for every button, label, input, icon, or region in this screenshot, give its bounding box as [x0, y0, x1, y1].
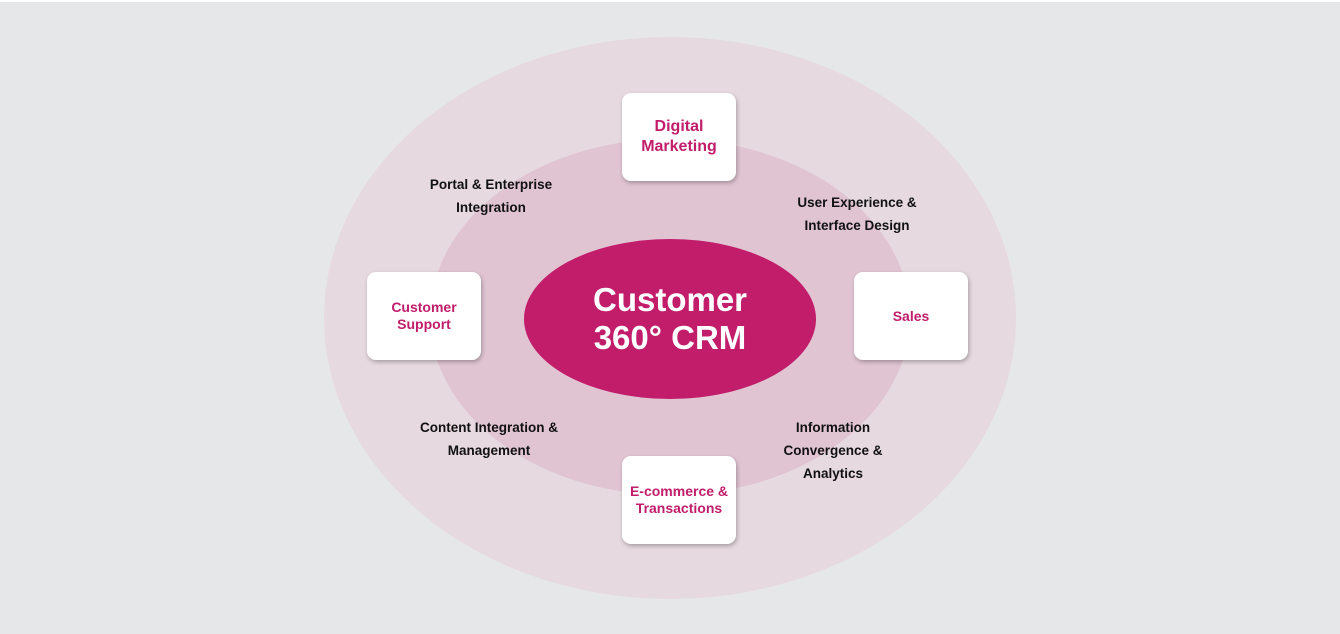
caption-content-management: Content Integration & Management: [420, 420, 558, 458]
ecommerce-label: E-commerce & Transactions: [629, 483, 729, 516]
customer-support-box: Customer Support: [367, 272, 481, 360]
digital-marketing-label: Digital Marketing: [641, 118, 717, 155]
center-ellipse: Customer 360° CRM: [524, 239, 816, 399]
sales-box: Sales: [854, 272, 968, 360]
sales-label: Sales: [892, 307, 930, 324]
caption-analytics: Information Convergence & Analytics: [783, 420, 883, 481]
ecommerce-box: E-commerce & Transactions: [622, 456, 736, 544]
caption-portal-integration: Portal & Enterprise Integration: [429, 177, 553, 215]
center-title: Customer 360° CRM: [592, 281, 748, 356]
caption-ux-design: User Experience & Interface Design: [797, 195, 917, 233]
customer-support-label: Customer Support: [391, 299, 457, 332]
digital-marketing-box: Digital Marketing: [622, 93, 736, 181]
